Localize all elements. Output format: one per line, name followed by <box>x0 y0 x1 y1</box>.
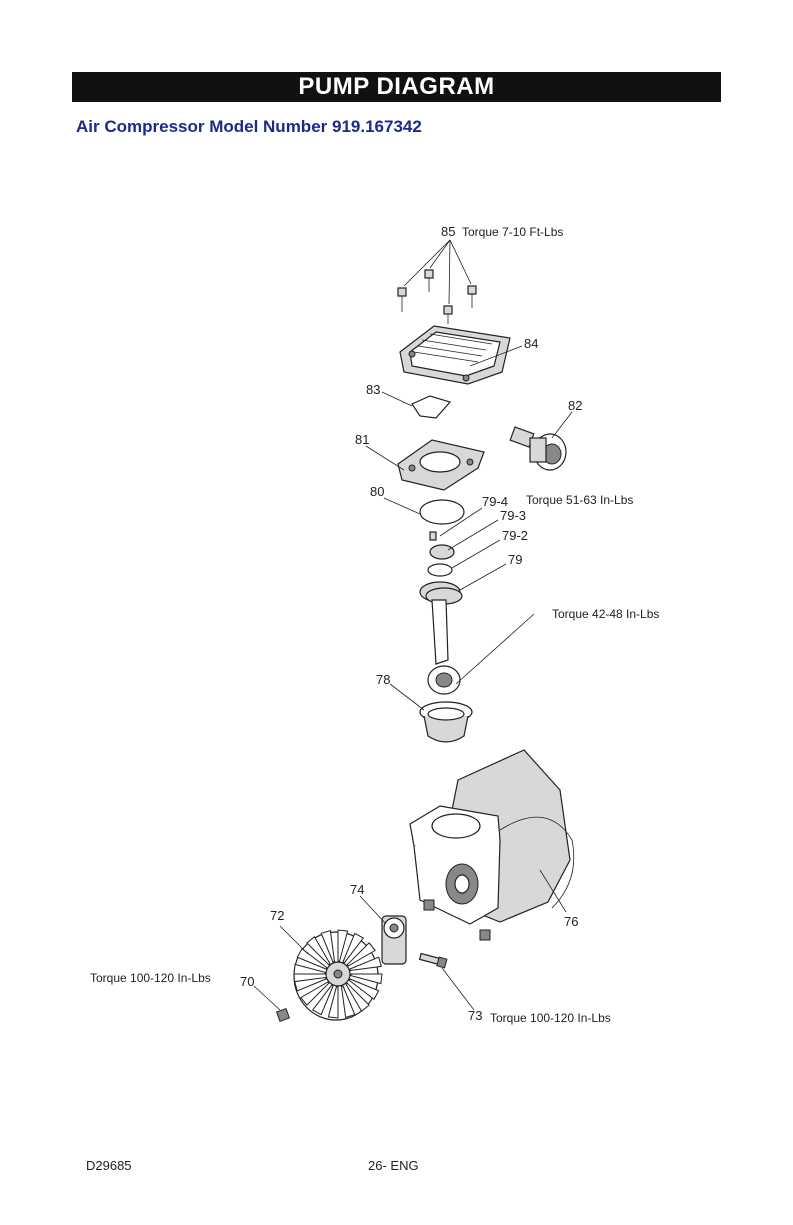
torque-85: Torque 7-10 Ft-Lbs <box>462 225 563 239</box>
callout-79-4: 79-4 <box>482 494 508 509</box>
footer-page-number: 26- ENG <box>368 1158 419 1173</box>
o-ring-part-80 <box>420 500 464 524</box>
callout-73: 73 <box>468 1008 482 1023</box>
bolts-part-85 <box>398 270 476 324</box>
cylinder-head-part-84 <box>400 326 510 384</box>
footer-document-code: D29685 <box>86 1158 132 1173</box>
valve-plate-part-81 <box>398 440 484 490</box>
fan-bolt-part-70 <box>277 1009 290 1022</box>
bolt-part-73 <box>420 954 447 968</box>
callout-85: 85 <box>441 224 455 239</box>
callout-79: 79 <box>508 552 522 567</box>
callout-70: 70 <box>240 974 254 989</box>
callout-80: 80 <box>370 484 384 499</box>
callout-72: 72 <box>270 908 284 923</box>
torque-70: Torque 100-120 In-Lbs <box>90 971 211 985</box>
callout-82: 82 <box>568 398 582 413</box>
connecting-rod <box>426 588 462 694</box>
callout-79-3: 79-3 <box>500 508 526 523</box>
callout-84: 84 <box>524 336 538 351</box>
callout-79-2: 79-2 <box>502 528 528 543</box>
fan-part-72 <box>294 930 382 1020</box>
torque-79-4: Torque 51-63 In-Lbs <box>526 493 633 507</box>
torque-73: Torque 100-120 In-Lbs <box>490 1011 611 1025</box>
callout-78: 78 <box>376 672 390 687</box>
callout-74: 74 <box>350 882 364 897</box>
gasket-part-83 <box>412 396 450 418</box>
torque-connecting-rod: Torque 42-48 In-Lbs <box>552 607 659 621</box>
callout-81: 81 <box>355 432 369 447</box>
crankcase-part-76 <box>410 750 574 940</box>
fitting-part-82 <box>510 427 566 470</box>
callout-83: 83 <box>366 382 380 397</box>
callout-76: 76 <box>564 914 578 929</box>
sleeve-part-78 <box>420 702 472 742</box>
